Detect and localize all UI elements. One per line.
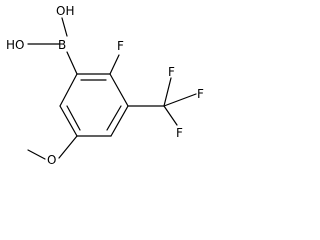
structure-svg: B OH HO F F F F O bbox=[6, 4, 204, 167]
bond-ring-fluorine bbox=[109, 54, 120, 75]
bond-cf3-f-right bbox=[163, 93, 197, 107]
bond-boron-oh-top bbox=[61, 17, 68, 37]
bond-methoxy-oxygen-methyl bbox=[27, 149, 46, 160]
fluoro-label: F bbox=[117, 39, 124, 53]
cf3-fluorine-bottom-label: F bbox=[176, 126, 183, 140]
hydroxyl-left-label: HO bbox=[6, 38, 24, 52]
cf3-fluorine-right-label: F bbox=[197, 87, 204, 101]
boron-label: B bbox=[58, 38, 66, 52]
bond-ring-boron bbox=[66, 51, 78, 75]
ring-bond-c2-c3 bbox=[109, 73, 129, 107]
hydroxyl-top-label: OH bbox=[56, 4, 74, 18]
methoxy-oxygen-label: O bbox=[47, 153, 56, 167]
bond-ring-methoxy-oxygen bbox=[58, 135, 78, 159]
molecule-diagram: B OH HO F F F F O bbox=[6, 4, 204, 167]
ring-bond-c3-c4 bbox=[110, 105, 129, 137]
ring-bond-c5-c6 bbox=[59, 105, 78, 137]
bond-cf3-f-top bbox=[163, 77, 172, 107]
cf3-fluorine-top-label: F bbox=[168, 65, 175, 79]
ring-bond-c6-c1 bbox=[59, 73, 78, 107]
ring-double-bond-c3-c4 bbox=[106, 105, 122, 131]
bond-cf3-f-bottom bbox=[163, 105, 178, 126]
ring-double-bond-c5-c6 bbox=[66, 105, 81, 131]
